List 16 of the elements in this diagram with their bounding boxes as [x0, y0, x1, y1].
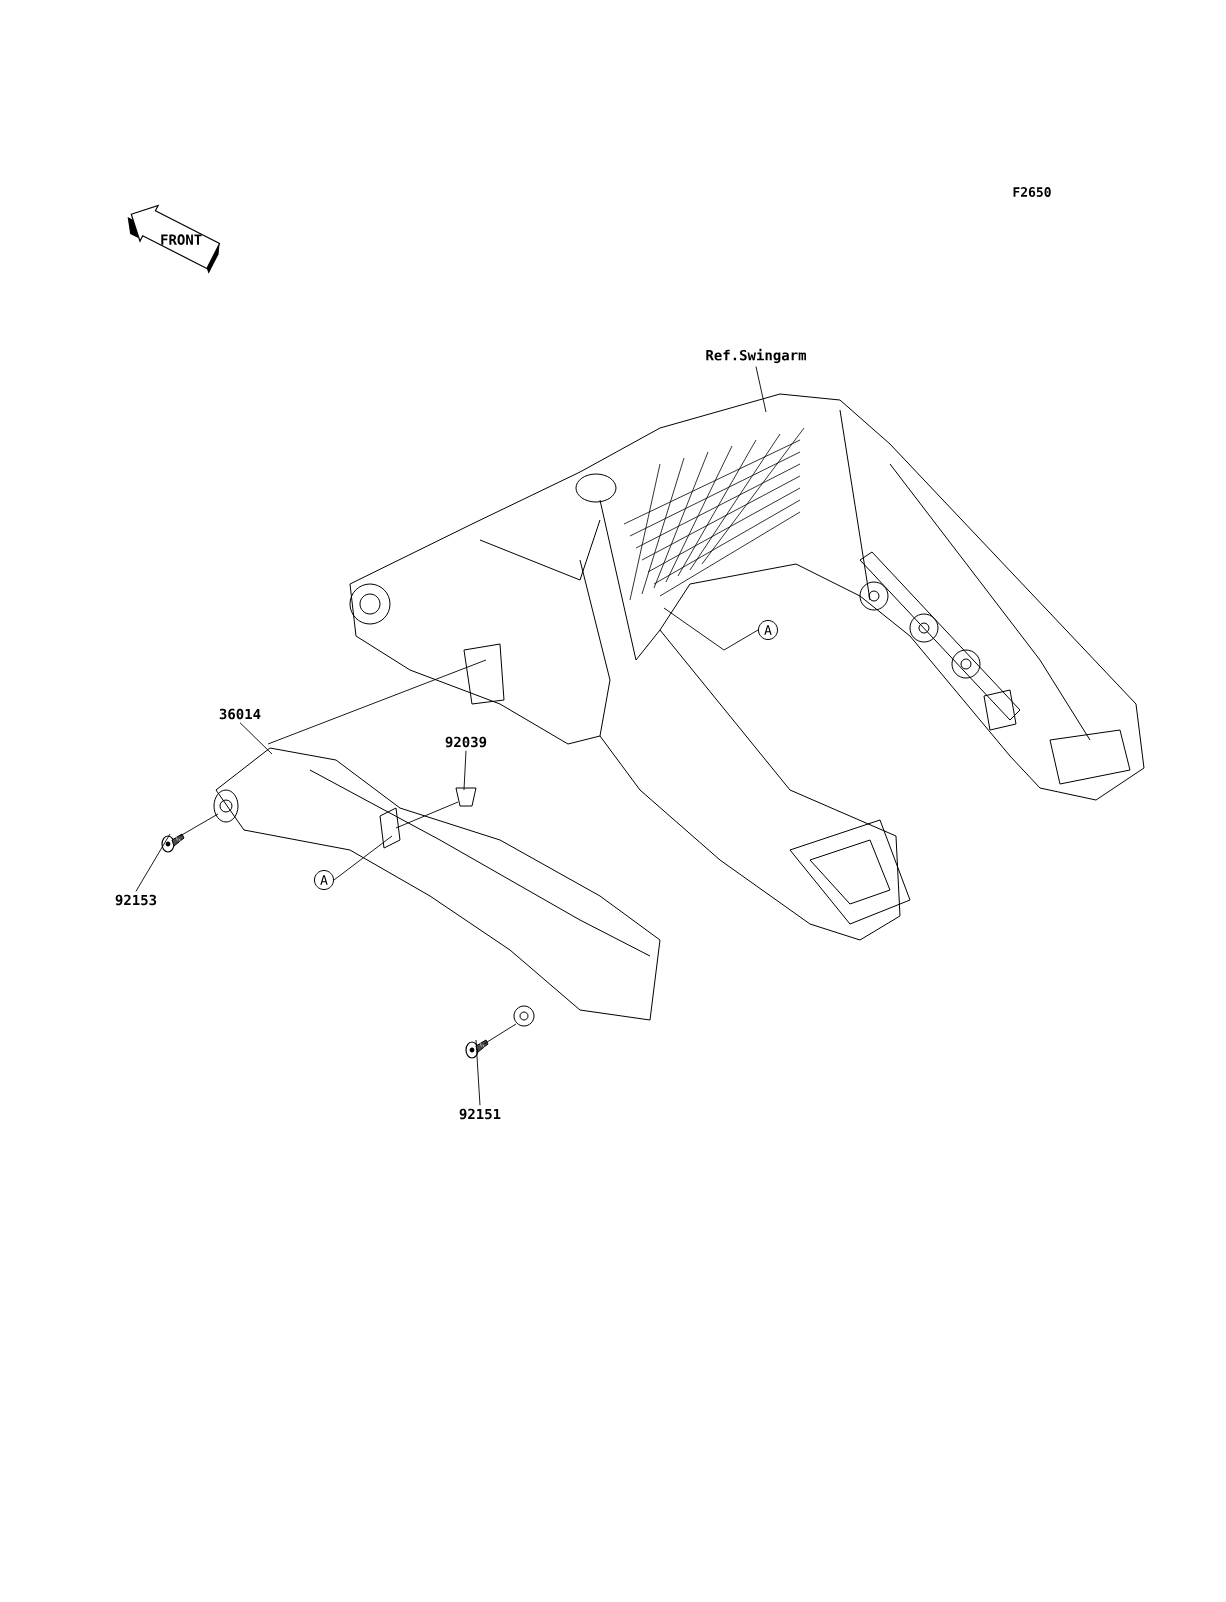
bolt-drawing — [465, 1039, 489, 1059]
leader-line — [755, 366, 767, 413]
chain-guard-drawing — [213, 747, 661, 1027]
leader-line — [463, 750, 467, 791]
leader-line — [333, 835, 393, 881]
leader-line — [135, 833, 171, 892]
leader-line — [475, 1039, 481, 1106]
assembly-line — [395, 801, 459, 829]
leader-line — [239, 722, 273, 755]
clip-drawing — [455, 787, 477, 807]
assembly-line — [179, 813, 219, 837]
assembly-line — [483, 1023, 517, 1045]
assembly-line — [267, 659, 487, 745]
swingarm-drawing — [349, 393, 1145, 941]
leader-line — [663, 607, 759, 651]
bolt-drawing — [161, 833, 185, 853]
